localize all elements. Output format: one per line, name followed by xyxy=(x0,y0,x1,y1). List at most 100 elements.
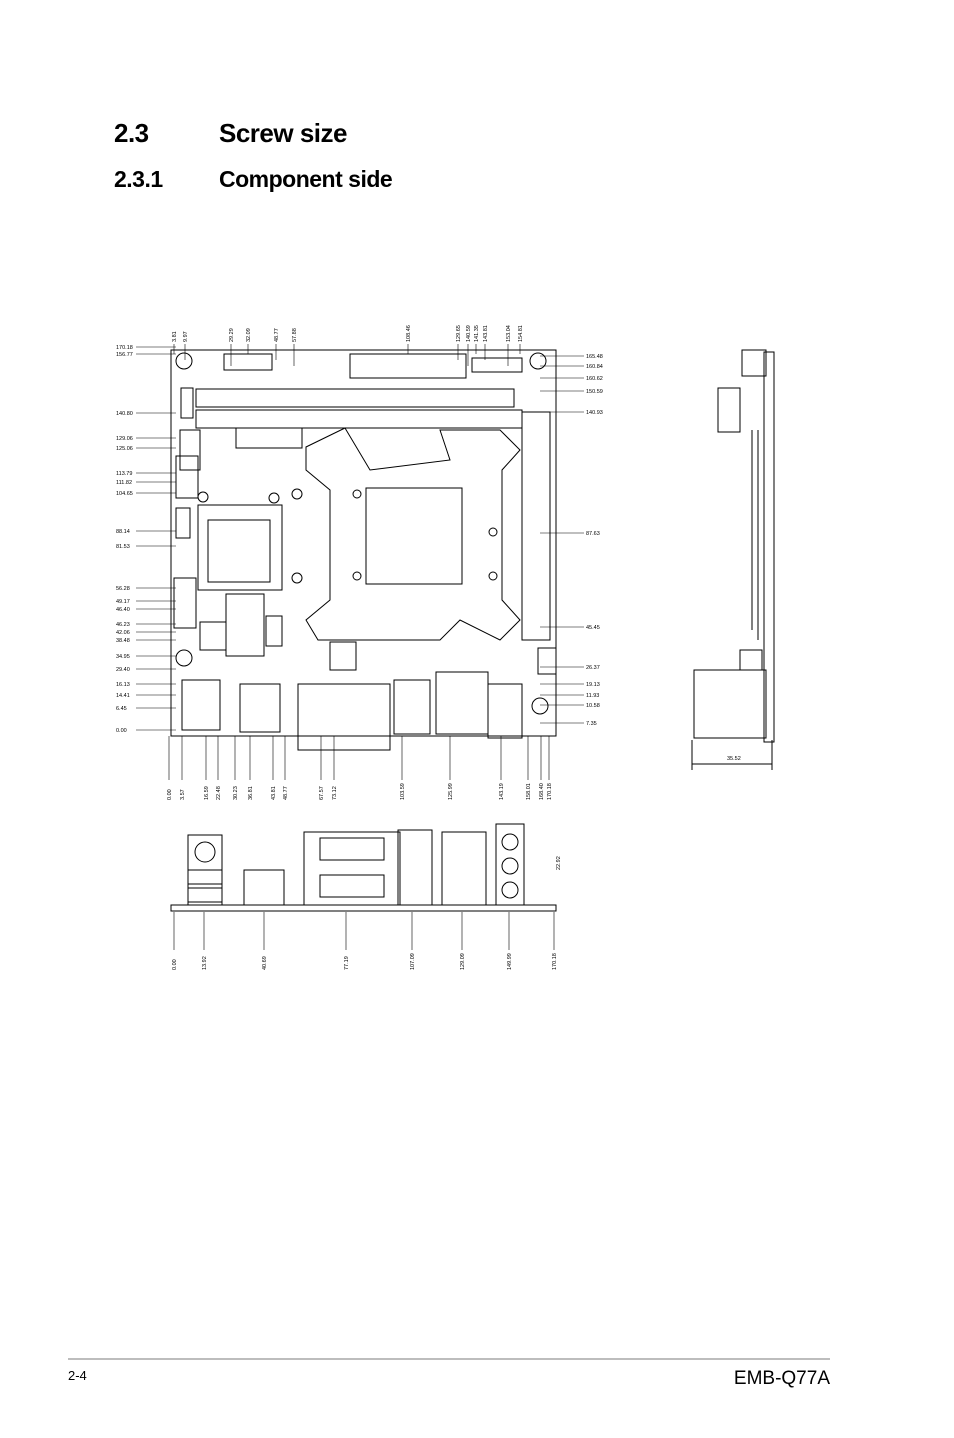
left-dim-13: 46.23 xyxy=(116,622,130,628)
right-dimension-labels: 165.48160.84160.62150.59140.9387.6345.45… xyxy=(540,354,603,727)
top-dim-7: 129.65 xyxy=(456,325,462,342)
left-dim-0: 170.18 xyxy=(116,345,133,351)
lan-usb-stack xyxy=(435,671,489,735)
audio-jack xyxy=(487,683,523,739)
bottom-dim-9: 73.12 xyxy=(332,786,338,800)
bottom-dim-8: 67.57 xyxy=(319,786,325,800)
header-left-5 xyxy=(173,577,197,629)
atx-power-connector xyxy=(349,353,467,379)
header-right-1 xyxy=(537,647,557,675)
top-dim-2: 29.29 xyxy=(229,328,235,342)
io-dim-1: 13.92 xyxy=(202,956,208,970)
io-height-label: 22.92 xyxy=(556,856,562,870)
io-usb-stack xyxy=(397,829,433,906)
cpu-socket xyxy=(365,487,463,585)
header-left-2 xyxy=(179,429,201,471)
top-dim-3: 32.09 xyxy=(246,328,252,342)
right-dim-6: 45.45 xyxy=(586,625,600,631)
left-dim-1: 156.77 xyxy=(116,352,133,358)
mount-hole-tl xyxy=(175,352,193,370)
io-dim-4: 107.09 xyxy=(410,953,416,970)
side-width-label: 35.52 xyxy=(727,756,741,762)
io-dim-7: 170.18 xyxy=(552,953,558,970)
memory-slot-2 xyxy=(195,409,523,429)
header-mid-2 xyxy=(199,621,227,651)
top-dim-8: 140.59 xyxy=(466,325,472,342)
io-dim-5: 129.09 xyxy=(460,953,466,970)
bottom-dim-12: 143.19 xyxy=(499,783,505,800)
left-dim-14: 42.06 xyxy=(116,630,130,636)
io-dim-6: 149.99 xyxy=(507,953,513,970)
footer-rule xyxy=(68,1358,830,1360)
mount-hole-bl xyxy=(175,649,193,667)
io-dim-2: 40.69 xyxy=(262,956,268,970)
usb-stack xyxy=(393,679,431,735)
header-left-3 xyxy=(175,455,199,499)
dvi-port xyxy=(297,683,391,751)
left-dim-20: 6.45 xyxy=(116,706,127,712)
top-dim-6: 108.46 xyxy=(406,325,412,342)
lan-port-1 xyxy=(239,683,281,733)
side-view-board xyxy=(763,351,775,743)
section-number: 2.3 xyxy=(114,118,149,148)
right-dim-2: 160.62 xyxy=(586,376,603,382)
left-dim-7: 104.65 xyxy=(116,491,133,497)
left-dim-2: 140.80 xyxy=(116,411,133,417)
bottom-dim-13: 158.01 xyxy=(526,783,532,800)
bottom-dim-15: 170.18 xyxy=(547,783,553,800)
right-dim-10: 10.58 xyxy=(586,703,600,709)
header-mid-1 xyxy=(225,593,265,657)
io-audio xyxy=(495,823,525,906)
bottom-dim-4: 30.23 xyxy=(233,786,239,800)
right-dim-1: 160.84 xyxy=(586,364,603,370)
power-4pin xyxy=(329,641,357,671)
io-panel-baseline xyxy=(170,904,557,912)
page-number: 2-4 xyxy=(68,1368,87,1383)
right-dim-8: 19.13 xyxy=(586,682,600,688)
left-dim-3: 129.06 xyxy=(116,436,133,442)
ps2-usb-port xyxy=(181,679,221,731)
header-mid-3 xyxy=(265,615,283,647)
bottom-dim-1: 3.57 xyxy=(180,789,186,800)
right-dim-7: 26.37 xyxy=(586,665,600,671)
board-outline xyxy=(170,349,557,737)
io-lan-usb xyxy=(441,831,487,906)
bottom-dim-10: 103.59 xyxy=(400,783,406,800)
header-top-right xyxy=(471,357,523,373)
io-dim-3: 77.19 xyxy=(344,956,350,970)
left-dim-16: 34.95 xyxy=(116,654,130,660)
top-dim-4: 48.77 xyxy=(274,328,280,342)
subsection-number: 2.3.1 xyxy=(114,166,163,192)
left-dim-17: 29.40 xyxy=(116,667,130,673)
left-dim-10: 56.28 xyxy=(116,586,130,592)
left-dim-19: 14.41 xyxy=(116,693,130,699)
bottom-dim-2: 16.59 xyxy=(204,786,210,800)
right-dim-5: 87.63 xyxy=(586,531,600,537)
io-lan xyxy=(243,869,285,906)
left-dim-21: 0.00 xyxy=(116,728,127,734)
bottom-dim-0: 0.00 xyxy=(167,789,173,800)
bottom-dim-14: 168.40 xyxy=(539,783,545,800)
bottom-dim-3: 22.48 xyxy=(216,786,222,800)
product-name: EMB-Q77A xyxy=(733,1368,830,1389)
left-dimension-labels: 170.18156.77140.80129.06125.06113.79111.… xyxy=(116,345,176,734)
chipset xyxy=(207,519,271,583)
right-dim-9: 11.93 xyxy=(586,693,599,699)
left-dim-9: 81.53 xyxy=(116,544,130,550)
bottom-dim-7: 48.77 xyxy=(283,786,289,800)
top-dim-11: 153.04 xyxy=(506,325,512,342)
memory-latch xyxy=(235,427,303,449)
subsection-title: Component side xyxy=(219,166,393,192)
right-dim-3: 150.59 xyxy=(586,389,603,395)
bottom-dim-6: 43.81 xyxy=(271,786,277,800)
io-dvi xyxy=(303,831,401,906)
left-dim-18: 16.13 xyxy=(116,682,130,688)
mount-hole-br xyxy=(531,697,549,715)
left-dim-15: 38.48 xyxy=(116,638,130,644)
chipset-outline xyxy=(197,504,283,591)
left-dim-12: 46.40 xyxy=(116,607,130,613)
